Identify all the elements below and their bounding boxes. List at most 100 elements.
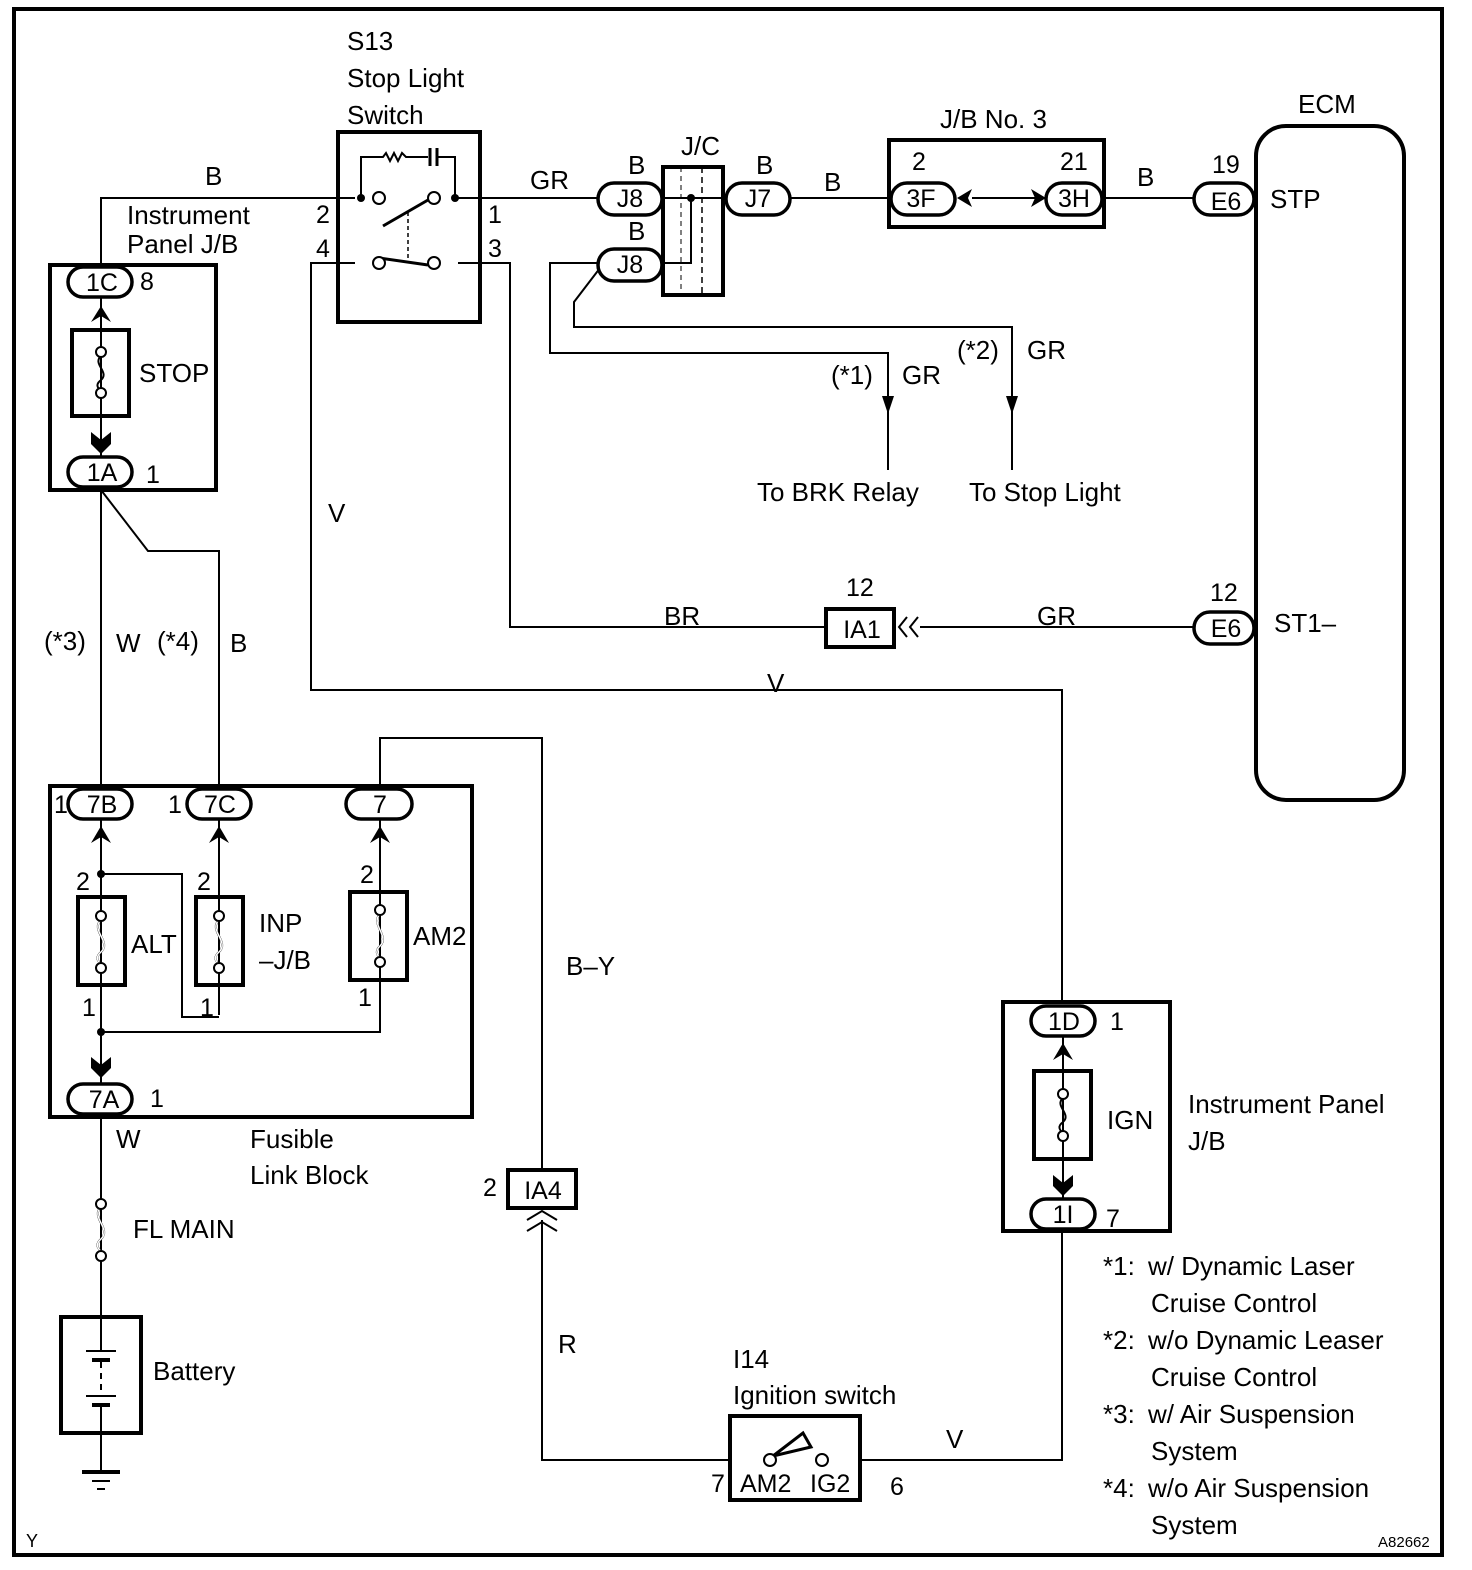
ecm-body — [1254, 124, 1406, 802]
svg-text:3F: 3F — [906, 185, 935, 213]
wire-label-j8-lower: B — [628, 216, 645, 246]
svg-text:1A: 1A — [87, 459, 118, 487]
svg-text:IA4: IA4 — [524, 1177, 562, 1205]
junction-block-3: J/B No. 3 3F 2 3H 21 — [887, 104, 1106, 229]
wire-label-gr-st1: GR — [1037, 601, 1076, 631]
ipjb-top-pin-8: 8 — [140, 268, 154, 296]
wire-by — [379, 737, 543, 1170]
switch-contact-lower — [378, 256, 429, 267]
ignition-switch: I14 Ignition switch AM2 IG2 7 6 — [711, 1344, 904, 1502]
figure-code: A82662 — [1378, 1534, 1430, 1551]
switch-name-line2: Switch — [347, 100, 424, 130]
wire-label-gr-switch: GR — [530, 165, 569, 195]
variant-tag-4: (*4) — [157, 626, 199, 656]
ipjb-bottom-pin-1: 1 — [1110, 1008, 1124, 1036]
wires — [100, 197, 1194, 1470]
variant-tag-3: (*3) — [44, 626, 86, 656]
variant-tag-1: (*1) — [831, 360, 873, 390]
diagram-frame — [12, 7, 1444, 1557]
destination-brk-relay: To BRK Relay — [757, 477, 919, 507]
note-2-line1: w/o Dynamic Leaser — [1147, 1325, 1384, 1355]
svg-text:2: 2 — [197, 868, 211, 896]
switch-name-line1: Stop Light — [347, 63, 465, 93]
wire-label-j7: B — [756, 150, 773, 180]
ignition-name: Ignition switch — [733, 1380, 896, 1410]
ignition-terminal-am2: AM2 — [740, 1470, 791, 1498]
connector-j8-lower — [596, 247, 664, 283]
fuse-stop-label: STOP — [139, 358, 209, 388]
wire-label-b-top: B — [205, 161, 222, 191]
svg-text:3H: 3H — [1058, 185, 1090, 213]
wire-label-by: B–Y — [566, 951, 615, 981]
ipjb-top-name-line1: Instrument — [127, 200, 251, 230]
ipjb-top-pin-1: 1 — [146, 461, 160, 489]
arrow-down-icon — [882, 396, 894, 414]
connector-7a — [66, 1082, 134, 1116]
ignition-pin-7: 7 — [711, 1470, 725, 1498]
svg-text:1I: 1I — [1053, 1201, 1074, 1229]
ignition-terminal-ig2: IG2 — [810, 1470, 850, 1498]
wire-br-ia1 — [458, 262, 826, 628]
male-terminal-icon — [91, 432, 111, 454]
fuse-inp-label-line2: –J/B — [259, 945, 311, 975]
switch-pin-3: 3 — [488, 235, 502, 263]
note-4-key: *4: — [1103, 1473, 1135, 1503]
connector-1i — [1029, 1197, 1097, 1231]
ecm-pin-12: 12 — [1210, 579, 1238, 607]
battery-label: Battery — [153, 1356, 235, 1386]
fuse-am2-label: AM2 — [413, 921, 466, 951]
ipjb-bottom-body — [1001, 1000, 1172, 1233]
fuse-alt-label: ALT — [131, 929, 177, 959]
wire-b-7c — [100, 489, 220, 786]
switch-body — [336, 130, 482, 324]
svg-text:7: 7 — [373, 791, 387, 819]
note-3-line2: System — [1151, 1436, 1238, 1466]
svg-text:1: 1 — [82, 994, 96, 1022]
jb3-pin-21: 21 — [1060, 148, 1088, 176]
wire-r — [541, 1220, 730, 1461]
note-3-line1: w/ Air Suspension — [1147, 1399, 1355, 1429]
wire-label-b-jb3-ecm: B — [1137, 162, 1154, 192]
fl-main-label: FL MAIN — [133, 1214, 235, 1244]
note-2-key: *2: — [1103, 1325, 1135, 1355]
wire-label-gr-brk: GR — [902, 360, 941, 390]
battery: Battery — [59, 1315, 235, 1490]
jb3-name: J/B No. 3 — [940, 104, 1047, 134]
male-terminal-icon — [370, 826, 390, 843]
male-terminal-icon — [209, 826, 229, 843]
jc-name: J/C — [681, 131, 720, 161]
switch-pin-2: 2 — [316, 201, 330, 229]
note-2-line2: Cruise Control — [1151, 1362, 1317, 1392]
arrow-down-icon — [1006, 396, 1018, 414]
svg-text:2: 2 — [360, 861, 374, 889]
wire-label-w-7b: W — [116, 628, 141, 658]
connector-e6-st1 — [1192, 610, 1256, 646]
svg-text:7B: 7B — [87, 791, 118, 819]
note-1-line2: Cruise Control — [1151, 1288, 1317, 1318]
male-terminal-icon — [91, 826, 111, 843]
connector-j7 — [724, 181, 792, 217]
wire-labels: B GR B B GR GR V BR GR V W B W B–Y R V (… — [44, 161, 1154, 1454]
connector-ia1 — [824, 607, 896, 649]
svg-text:E6: E6 — [1211, 188, 1242, 216]
svg-text:1: 1 — [358, 984, 372, 1012]
jb3-body — [887, 138, 1106, 229]
jb3-pin-2: 2 — [912, 148, 926, 176]
ia1-pin: 12 — [846, 574, 874, 602]
ecm-name: ECM — [1298, 89, 1356, 119]
flb-name-line2: Link Block — [250, 1160, 369, 1190]
wire-gr-stop — [573, 267, 1013, 470]
connector-j8-upper — [596, 181, 664, 217]
svg-text:E6: E6 — [1211, 615, 1242, 643]
wire-label-r: R — [558, 1329, 577, 1359]
fuse-am2-body — [348, 890, 409, 982]
wire-label-b-7c: B — [230, 628, 247, 658]
note-4-line1: w/o Air Suspension — [1147, 1473, 1369, 1503]
male-terminal-icon — [91, 1057, 111, 1078]
svg-text:1: 1 — [168, 791, 182, 819]
connector-ia4-group: 2 IA4 — [483, 1168, 578, 1232]
note-4-line2: System — [1151, 1510, 1238, 1540]
ipjb-bottom-name-line1: Instrument Panel — [1188, 1089, 1385, 1119]
switch-pin-4: 4 — [316, 235, 330, 263]
